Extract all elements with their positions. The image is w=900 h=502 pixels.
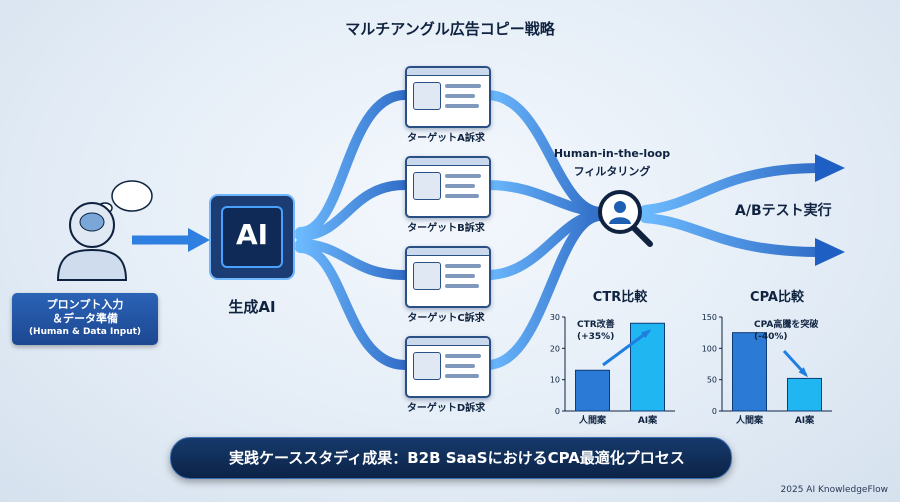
arrowhead-top [815,154,845,182]
x-tick-label: AI案 [795,414,815,426]
ctr-chart: CTR比較 0 10 20 30 人間案 AI案 CTR改善 (+35%) [550,289,675,426]
ai-chip-text: AI [235,218,269,251]
flow-output-top [640,163,825,215]
flow-card-b-to-filter [482,180,605,217]
annotation-line-1: CPA高騰を突破 [754,318,819,330]
target-icon [413,82,441,110]
input-line-2: ＆データ準備 [52,312,118,325]
bar [575,369,610,412]
annotation-line-2: (-40%) [754,332,788,342]
footer-credit: 2025 AI KnowledgeFlow [780,485,888,495]
annotation-line-1: CTR改善 [577,318,615,330]
image-icon [413,172,441,200]
flow-output-bottom [640,213,825,257]
person-icon [56,202,128,281]
chart-title: CTR比較 [593,289,648,305]
flow-to-card-b [295,180,410,241]
ad-card-c [405,246,491,308]
cpa-chart: CPA比較 0 50 100 150 人間案 AI案 CPA高騰を突破 (-40%) [702,289,832,426]
card-d-label: ターゲットD訴求 [406,403,486,414]
flow-to-card-c [295,239,410,280]
input-box: プロンプト入力 ＆データ準備 (Human & Data Input) [12,293,158,345]
chart-title: CPA比較 [750,289,805,305]
bar [630,322,665,412]
arrowhead-bottom [815,238,845,266]
y-tick-label: 0 [712,407,717,416]
card-a-label: ターゲットA訴求 [407,133,485,144]
ai-chip-icon [209,194,295,280]
y-tick-label: 20 [550,344,560,353]
x-tick-label: 人間案 [578,414,607,426]
thought-bubble [111,180,153,212]
y-tick-label: 0 [555,407,560,416]
y-tick-label: 150 [702,313,717,322]
input-line-1: プロンプト入力 [46,298,124,311]
filter-label-2: フィルタリング [573,165,651,178]
y-tick-label: 100 [702,344,717,353]
ad-card-b [405,156,491,218]
x-tick-label: AI案 [638,414,658,426]
bar [787,377,822,412]
card-b-label: ターゲットB訴求 [407,223,485,234]
input-line-3: (Human & Data Input) [28,327,142,337]
y-tick-label: 10 [550,376,560,385]
bar [732,332,767,412]
card-c-label: ターゲットC訴求 [407,313,485,324]
ai-label: 生成AI [228,298,276,316]
annotation-arrowhead [798,367,809,378]
ad-card-d [405,336,491,398]
annotation-arrow [602,329,650,367]
flow-to-card-a [295,90,410,237]
banner-text: 実践ケーススタディ成果：B2B SaaSにおけるCPA最適化プロセス [229,449,685,467]
x-tick-label: 人間案 [735,414,764,426]
filter-magnifier-icon [598,190,653,247]
ad-card-a [405,66,491,128]
y-tick-label: 50 [707,376,717,385]
swirl-icon [413,352,441,380]
annotation-arrowhead [641,329,652,339]
flow-card-d-to-filter [482,211,605,370]
case-study-banner: 実践ケーススタディ成果：B2B SaaSにおけるCPA最適化プロセス [170,437,732,479]
sun-icon [413,262,441,290]
filter-label-1: Human-in-the-loop [553,147,671,160]
y-tick-label: 30 [550,313,560,322]
flow-to-card-d [295,243,410,370]
annotation-line-2: (+35%) [577,332,614,342]
input-arrow-head [188,228,210,252]
page-title: マルチアングル広告コピー戦略 [345,20,555,38]
abtest-label: A/Bテスト実行 [735,203,832,219]
